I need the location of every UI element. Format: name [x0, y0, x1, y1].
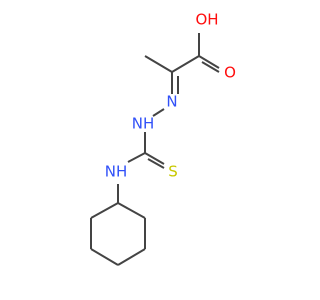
- bond-n-nh: [152, 108, 165, 117]
- bond-ring-3: [117, 248, 146, 266]
- bond-c-s-double-1: [144, 152, 165, 165]
- bond-ring-4: [90, 248, 119, 266]
- atom-label-hydroxyl-o: OH: [195, 11, 218, 29]
- bond-cs-nh: [127, 152, 146, 163]
- bonds: [90, 33, 220, 266]
- atom-label-carbonyl-o: O: [224, 64, 236, 82]
- bond-carboxyl-o-double-2: [201, 61, 220, 73]
- atom-labels: OH O N NH NH S: [105, 11, 236, 181]
- atom-label-amine-nh: NH: [105, 163, 128, 181]
- atom-label-thione-s: S: [168, 163, 178, 181]
- bond-ring-6: [90, 202, 119, 219]
- atom-label-hydrazine-nh: NH: [132, 115, 155, 133]
- atom-label-imine-n: N: [166, 93, 177, 111]
- molecule-structure-diagram: OH O N NH NH S: [90, 11, 236, 266]
- bond-c-s-double-2: [147, 158, 165, 169]
- bond-ring-1: [117, 202, 146, 219]
- bond-c-carboxyl: [171, 55, 200, 73]
- bond-methyl-c: [144, 55, 173, 73]
- bond-carboxyl-o-double-1: [198, 55, 220, 69]
